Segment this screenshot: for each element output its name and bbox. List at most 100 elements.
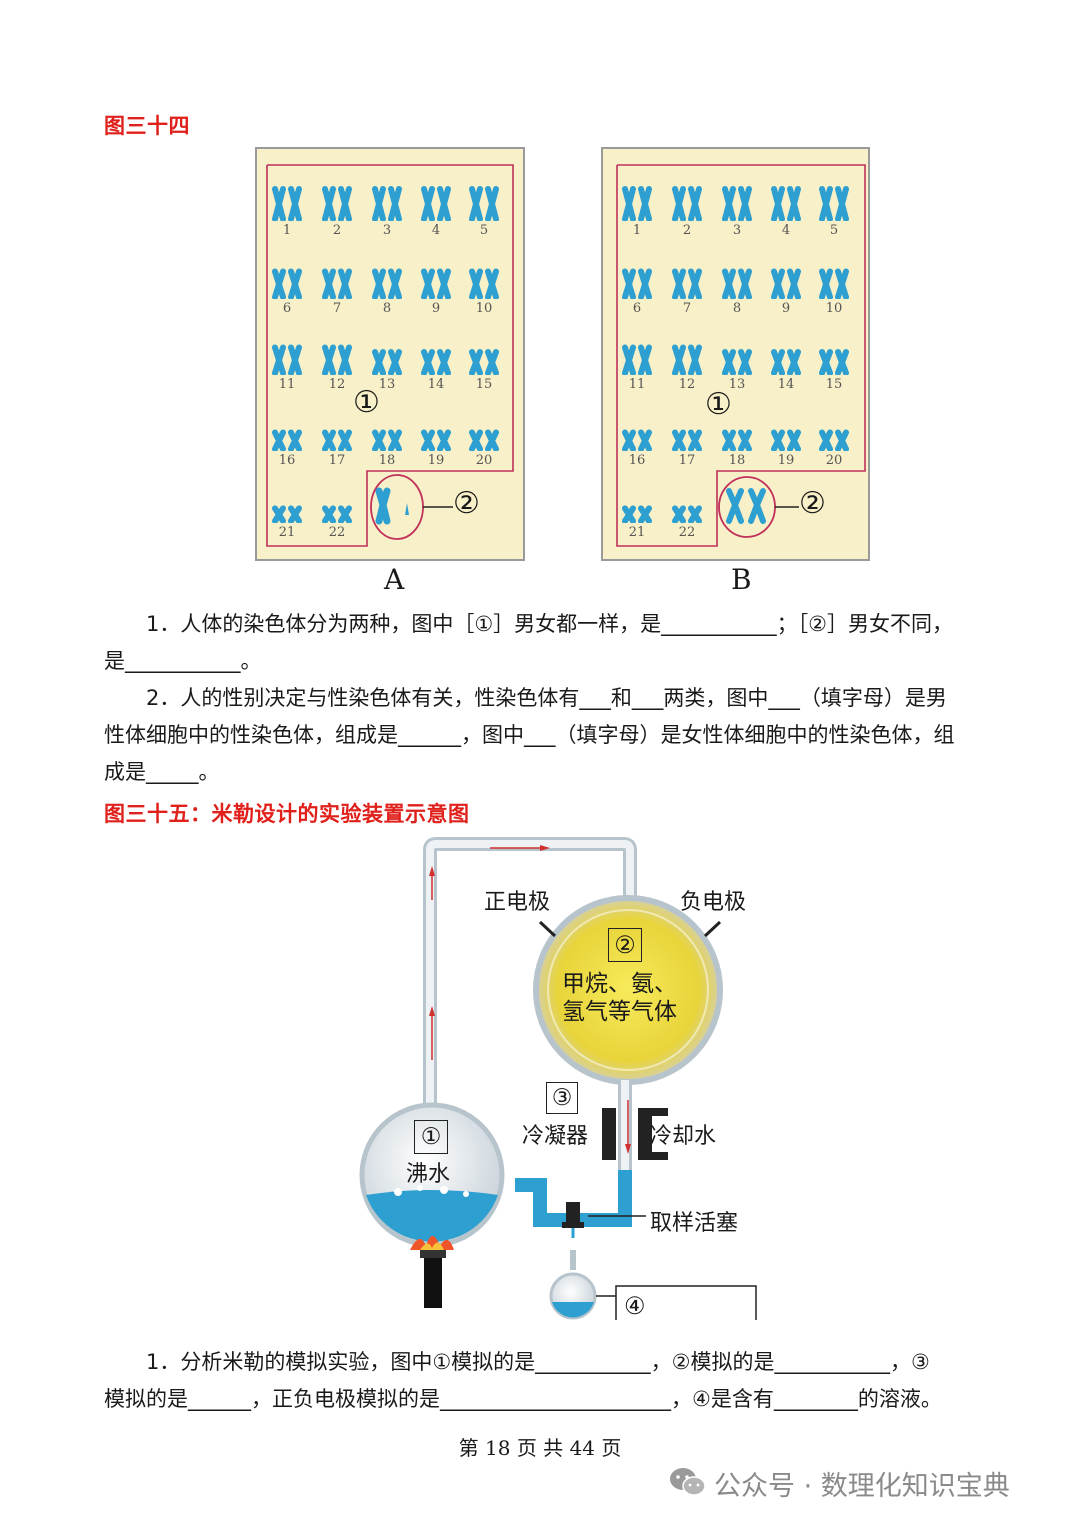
chromosome-pair-8 [717, 263, 757, 300]
panel-a-sex-chromosomes [375, 487, 409, 525]
chromosome-number-6: 6 [632, 301, 642, 316]
chromosome-pair-12 [667, 339, 707, 376]
figure-34-heading: 图三十四 [104, 114, 190, 138]
stopcock-label: 取样活塞 [650, 1211, 739, 1236]
q34-1-line1: 1．人体的染色体分为两种，图中［①］男女都一样，是___________；［②］… [146, 612, 954, 636]
q34-1-line2: 是___________。 [104, 649, 262, 673]
chromosome-pair-2 [667, 185, 707, 222]
chromosome-number-10: 10 [475, 301, 493, 316]
condenser-label: 冷凝器 [522, 1124, 589, 1149]
chromosome-pair-11 [617, 339, 657, 376]
chromosome-number-7: 7 [682, 301, 692, 316]
figure-35-heading: 图三十五：米勒设计的实验装置示意图 [104, 802, 470, 826]
chromosome-pair-11 [267, 339, 307, 376]
chromosome-number-14: 14 [427, 377, 445, 392]
q35-line1: 1．分析米勒的模拟实验，图中①模拟的是___________，②模拟的是____… [146, 1350, 930, 1374]
q34-2-line1: 2．人的性别决定与性染色体有关，性染色体有___和___两类，图中___（填字母… [146, 686, 947, 710]
chromosome-pair-20 [464, 415, 504, 452]
chromosome-pair-7 [667, 263, 707, 300]
chromosome-pair-6 [617, 263, 657, 300]
chromosome-pair-13 [717, 339, 757, 376]
panel-b-label-2: ② [799, 486, 826, 521]
chromosome-number-1: 1 [632, 223, 642, 238]
panel-a-label-2: ② [453, 486, 480, 521]
chromosome-pair-1 [267, 185, 307, 222]
label-3-box: ③ [546, 1082, 578, 1114]
panel-a-letter: A [384, 563, 405, 596]
chromosome-pair-5 [464, 185, 504, 222]
chromosome-pair-3 [367, 185, 407, 222]
chromosome-number-21: 21 [278, 525, 296, 540]
chromosome-number-20: 20 [475, 453, 493, 468]
chromosome-number-22: 22 [328, 525, 346, 540]
chromosome-number-21: 21 [628, 525, 646, 540]
chromosome-number-20: 20 [825, 453, 843, 468]
chromosome-number-13: 13 [378, 377, 396, 392]
q35-line2: 模拟的是______，正负电极模拟的是_____________________… [104, 1387, 942, 1411]
chromosome-pair-14 [416, 339, 456, 376]
panel-b-label-1: ① [705, 387, 732, 422]
chromosome-pair-16 [617, 415, 657, 452]
miller-apparatus-diagram [359, 837, 757, 1320]
chromosome-number-18: 18 [728, 453, 746, 468]
chromosome-number-19: 19 [427, 453, 445, 468]
page-number: 第 18 页 共 44 页 [458, 1436, 622, 1460]
chromosome-number-9: 9 [781, 301, 791, 316]
chromosome-number-5: 5 [479, 223, 489, 238]
chromosome-pair-14 [766, 339, 806, 376]
panel-a-label-1: ① [353, 385, 380, 420]
gas-text-line1: 甲烷、氨、 [562, 971, 677, 997]
chromosome-pair-17 [667, 415, 707, 452]
chromosome-pair-2 [317, 185, 357, 222]
chromosome-pair-10 [814, 263, 854, 300]
chromosome-pair-7 [317, 263, 357, 300]
watermark-text: 公众号 · 数理化知识宝典 [714, 1471, 1010, 1502]
question-35-block: 1．分析米勒的模拟实验，图中①模拟的是___________，②模拟的是____… [104, 1344, 984, 1418]
chromosome-number-11: 11 [278, 377, 296, 392]
panel-a-outline [266, 164, 514, 547]
chromosome-pair-21 [267, 487, 307, 524]
chromosome-number-14: 14 [777, 377, 795, 392]
chromosome-pair-9 [416, 263, 456, 300]
chromosome-pair-16 [267, 415, 307, 452]
question-34-block: 1．人体的染色体分为两种，图中［①］男女都一样，是___________；［②］… [104, 606, 984, 791]
chromosome-number-5: 5 [829, 223, 839, 238]
chromosome-pair-8 [367, 263, 407, 300]
wechat-icon [668, 1466, 708, 1498]
chromosome-number-8: 8 [732, 301, 742, 316]
chromosome-pair-19 [416, 415, 456, 452]
negative-electrode-label: 负电极 [680, 890, 747, 915]
chromosome-number-4: 4 [781, 223, 791, 238]
chromosome-pair-15 [464, 339, 504, 376]
chromosome-pair-13 [367, 339, 407, 376]
chromosome-number-19: 19 [777, 453, 795, 468]
chromosome-pair-4 [416, 185, 456, 222]
label-1-box: ① [414, 1120, 448, 1154]
chromosome-pair-1 [617, 185, 657, 222]
chromosome-pair-20 [814, 415, 854, 452]
chromosome-number-6: 6 [282, 301, 292, 316]
chromosome-number-11: 11 [628, 377, 646, 392]
chromosome-pair-17 [317, 415, 357, 452]
boiling-water-label: 沸水 [406, 1162, 451, 1187]
chromosome-pair-9 [766, 263, 806, 300]
chromosome-number-13: 13 [728, 377, 746, 392]
chromosome-number-16: 16 [278, 453, 296, 468]
panel-b-letter: B [731, 563, 752, 596]
panel-b-sex-chromosomes [726, 488, 766, 524]
chromosome-pair-12 [317, 339, 357, 376]
gas-text-line2: 氢气等气体 [562, 999, 677, 1025]
chromosome-number-3: 3 [382, 223, 392, 238]
positive-electrode-label: 正电极 [484, 890, 551, 915]
chromosome-pair-6 [267, 263, 307, 300]
chromosome-number-8: 8 [382, 301, 392, 316]
chromosome-number-2: 2 [332, 223, 342, 238]
chromosome-number-15: 15 [825, 377, 843, 392]
chromosome-pair-18 [367, 415, 407, 452]
panel-b-outline [616, 164, 866, 547]
q34-2-line2: 性体细胞中的性染色体，组成是______，图中___（填字母）是女性体细胞中的性… [104, 723, 955, 747]
chromosome-pair-15 [814, 339, 854, 376]
chromosome-number-18: 18 [378, 453, 396, 468]
